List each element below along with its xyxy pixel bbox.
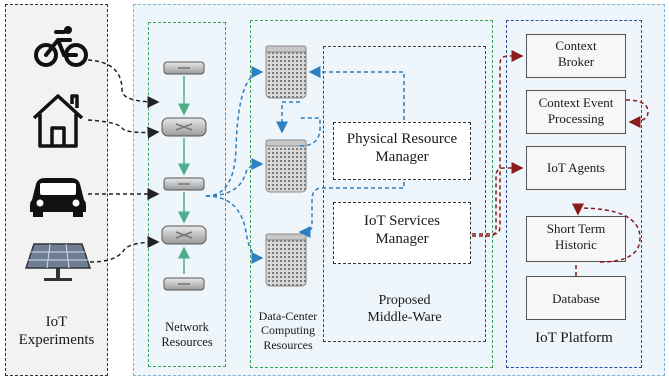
middleware-label: Proposed Middle-Ware [367,293,442,325]
iot-agents-label: IoT Agents [547,160,605,175]
bicycle-icon [34,26,88,67]
arrow-prm-to-rack-3 [298,182,405,238]
arrow-network-to-rack-2 [205,158,264,197]
middleware-box [323,46,486,342]
iot-services-manager-box [333,202,471,264]
short-term-historic-box [526,216,626,262]
network-switch-3 [163,277,205,291]
arrow-services-to-broker [472,50,524,235]
arrow-cep-loop [625,99,649,128]
datacenter-middleware-group [250,20,493,368]
car-icon [30,178,86,217]
arrow-network-to-rack-1 [205,66,264,197]
server-rack-1 [265,45,307,99]
context-event-processing-label: Context Event Processing [538,95,614,126]
datacenter-resources-label: Data-Center Computing Resources [258,309,318,352]
arrow-network-to-rack-3 [205,195,264,264]
experiments-label: IoT Experiments [18,314,95,348]
context-broker-box [526,34,626,78]
arrow-bicycle-to-network [87,59,160,108]
physical-resource-manager-label: Physical Resource Manager [346,131,458,165]
server-rack-2 [265,139,307,193]
arrow-house-to-network [87,119,160,139]
solar-panel-icon [24,243,92,281]
iot-services-manager-label: IoT Services Manager [364,213,440,247]
network-router-1 [161,117,207,137]
network-switch-2 [163,177,205,191]
arrow-services-to-agents [472,162,524,237]
network-switch-1 [163,61,205,75]
arrow-historic-loop [572,203,641,263]
database-box [526,276,626,320]
arrow-solar-to-network [89,236,160,263]
physical-resource-manager-box [333,122,471,180]
arrow-rack-2-loop [299,117,321,147]
database-label: Database [552,291,600,306]
iot-platform-box [506,20,642,368]
iot-platform-label: IoT Platform [535,330,613,346]
arrow-prm-to-rack-1 [308,66,405,120]
server-rack-3 [265,233,307,287]
iot-agents-box [526,146,626,190]
network-router-2 [161,225,207,245]
context-event-processing-box [526,90,626,134]
context-broker-label: Context Broker [555,38,597,69]
short-term-historic-label: Short Term Historic [546,221,606,252]
arrow-rack-1-to-rack-2 [276,101,300,134]
house-icon [32,94,84,148]
network-resources-label: Network Resources [161,320,213,349]
